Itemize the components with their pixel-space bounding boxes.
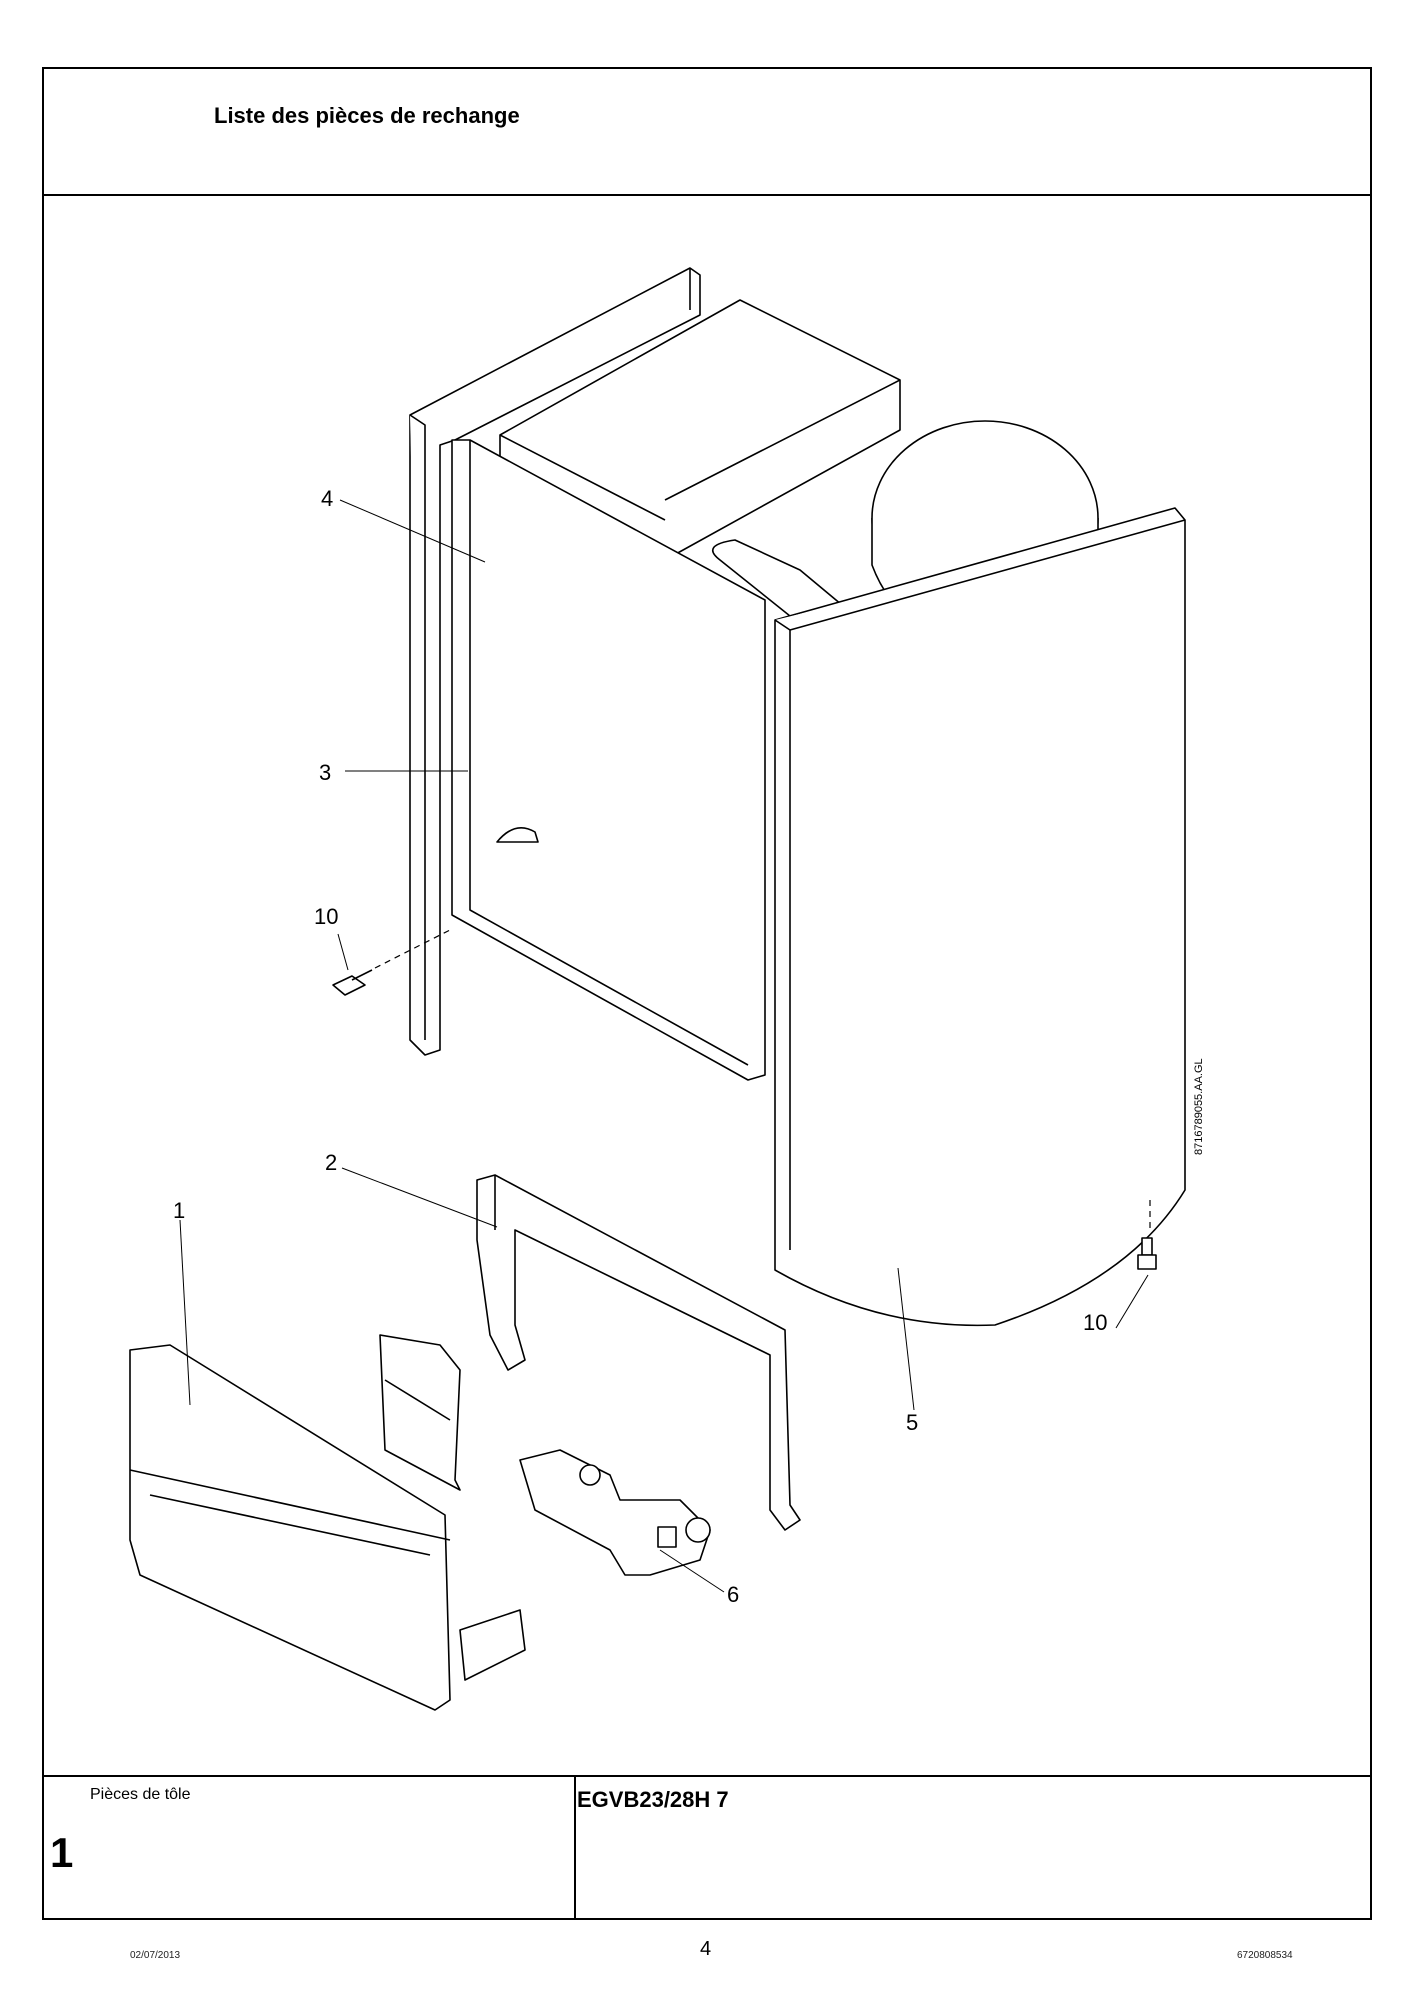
callout-10-left: 10	[314, 904, 338, 929]
side-panel-3-4	[451, 439, 766, 1081]
page-frame: Liste des pièces de rechange Pièces de t…	[42, 67, 1372, 1920]
bracket-part	[379, 1334, 461, 1491]
section-name: Pièces de tôle	[90, 1786, 191, 1803]
lower-frame-part	[476, 1174, 801, 1531]
control-unit-part	[519, 1449, 711, 1576]
drawing-reference-code: 8716789055.AA.GL	[1193, 1058, 1205, 1155]
callout-1: 1	[173, 1198, 185, 1223]
assembly-lines	[374, 929, 1151, 1232]
footer-date: 02/07/2013	[130, 1950, 181, 1961]
footer-column-divider	[574, 1775, 576, 1920]
callout-6: 6	[727, 1582, 739, 1607]
callout-4: 4	[321, 486, 333, 511]
document-number: 6720808534	[1237, 1950, 1293, 1961]
page-title: Liste des pièces de rechange	[214, 103, 520, 128]
footer-divider	[44, 1775, 1370, 1777]
callout-5: 5	[906, 1410, 918, 1435]
screw-right	[1137, 1237, 1157, 1270]
rear-frame-part	[409, 267, 701, 1056]
header-divider	[44, 194, 1370, 196]
front-casing-part	[774, 507, 1186, 1327]
callout-2: 2	[325, 1150, 337, 1175]
screw-left	[332, 969, 373, 996]
page-number: 4	[700, 1938, 712, 1960]
model-name: EGVB23/28H 7	[577, 1787, 729, 1812]
section-number: 1	[50, 1829, 74, 1876]
front-cover-part	[129, 1344, 526, 1711]
leader-lines	[179, 499, 1149, 1593]
callout-3: 3	[319, 760, 331, 785]
callout-10-right: 10	[1083, 1310, 1107, 1335]
